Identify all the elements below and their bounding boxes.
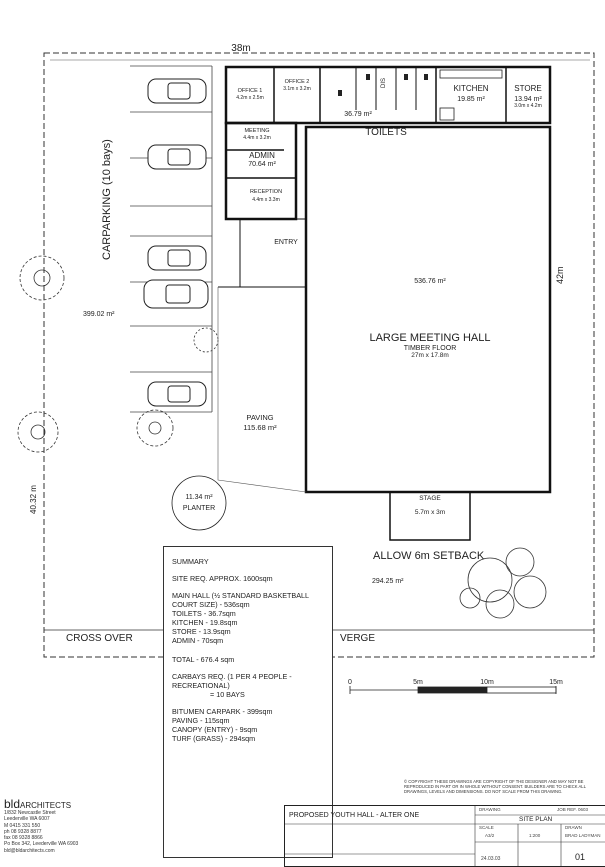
dis-label: DIS (381, 77, 387, 88)
hall-size: 27m x 17.8m (411, 352, 449, 359)
paving-area-value: 115.68 m² (243, 423, 277, 432)
scale-label-0: 0 (348, 679, 352, 686)
summary-kitchen: KITCHEN - 19.8sqm (172, 618, 238, 627)
scale-label-5: 5m (413, 679, 423, 686)
building-walls (218, 65, 552, 541)
admin-area: 70.64 m² (248, 161, 276, 168)
project-title: PROPOSED YOUTH HALL - ALTER ONE (289, 812, 420, 819)
summary-carbays: CARBAYS REQ. (1 PER 4 PEOPLE - (172, 672, 292, 681)
kitchen-area: 19.85 m² (457, 96, 485, 103)
entry-label: ENTRY (274, 239, 298, 246)
scale-value: A3/2 (485, 833, 495, 838)
summary-site-req: SITE REQ. APPROX. 1600sqm (172, 574, 273, 583)
planter-circle (171, 475, 227, 531)
firm-address: 1/832 Newcastle Street Leederville WA 60… (4, 810, 79, 854)
car-2 (147, 144, 207, 170)
stage-size: 5.7m x 3m (414, 509, 446, 516)
summary-canopy: CANOPY (ENTRY) - 9sqm (172, 725, 258, 734)
drawn-by: BRAD LADYMAN (565, 833, 601, 838)
scale-bar (349, 686, 557, 694)
summary-box: SUMMARY SITE REQ. APPROX. 1600sqm MAIN H… (163, 546, 333, 858)
office2-label: OFFICE 2 (284, 79, 310, 85)
summary-admin: ADMIN - 70sqm (172, 636, 224, 645)
kitchen-label: KITCHEN (453, 84, 489, 93)
hall-area: 536.76 m² (414, 278, 446, 285)
summary-turf: TURF (GRASS) - 294sqm (172, 734, 256, 743)
summary-heading: SUMMARY (172, 557, 209, 566)
meeting-label: MEETING (244, 128, 270, 134)
carparking-label: CARPARKING (10 bays) (101, 139, 113, 260)
planter-area: 11.34 m² (185, 494, 213, 501)
shrub-icon (459, 547, 547, 619)
paving-label: PAVING (246, 413, 274, 422)
verge-label: VERGE (340, 633, 376, 644)
stage-label: STAGE (419, 495, 441, 502)
car-bays (130, 65, 213, 413)
planter-label: PLANTER (182, 505, 216, 512)
hall-label: LARGE MEETING HALL (369, 332, 491, 344)
turf-area: 294.25 m² (372, 578, 404, 585)
scale-label-10: 10m (480, 679, 494, 686)
paving-area (217, 287, 307, 493)
toilets-area: 36.79 m² (344, 111, 372, 118)
summary-main-hall: MAIN HALL (½ STANDARD BASKETBALL (172, 591, 309, 600)
title-block: PROPOSED YOUTH HALL - ALTER ONE DRAWING … (284, 805, 605, 867)
firm-logo: bldARCHITECTS (4, 797, 72, 811)
side-setback-label: 40.32 m (29, 485, 38, 514)
carpark-area: 399.02 m² (83, 311, 115, 318)
scale-label-15: 15m (549, 679, 563, 686)
summary-main-hall-2: COURT SIZE) - 536sqm (172, 600, 250, 609)
drawn-label: DRAWN (565, 825, 582, 830)
title-block-grid (285, 806, 605, 866)
office2-size: 3.1m x 3.2m (283, 86, 311, 92)
dimension-width: 38m (231, 43, 251, 54)
car-4 (143, 279, 209, 309)
crossover-label: CROSS OVER (66, 633, 133, 644)
copyright-note: © COPYRIGHT THESE DRAWINGS ARE COPYRIGHT… (404, 779, 586, 794)
setback-label: ALLOW 6m SETBACK (373, 550, 485, 562)
hall-floor: TIMBER FLOOR (403, 345, 457, 352)
summary-carbays-2: RECREATIONAL) (172, 681, 230, 690)
store-area: 13.94 m² (514, 96, 542, 103)
scale-ratio: 1:200 (529, 833, 541, 838)
summary-bitumen: BITUMEN CARPARK - 399sqm (172, 707, 273, 716)
toilet-fixtures (338, 74, 428, 96)
dimension-depth: 42m (555, 266, 565, 284)
sheet-number: 01 (575, 852, 586, 862)
store-size: 3.0m x 4.2m (514, 103, 542, 109)
scale-label: SCALE (479, 825, 494, 830)
car-1 (147, 78, 207, 104)
summary-total: TOTAL - 676.4 sqm (172, 655, 235, 664)
car-3 (147, 245, 207, 271)
reception-label: RECEPTION (249, 189, 283, 195)
summary-carbays-3: = 10 BAYS (210, 690, 245, 699)
summary-paving: PAVING - 115sqm (172, 716, 230, 725)
meeting-size: 4.4m x 3.2m (243, 135, 271, 141)
store-label: STORE (514, 84, 542, 93)
kitchen-bench (439, 69, 503, 121)
admin-label: ADMIN (249, 151, 275, 160)
drawing-label: DRAWING (479, 807, 501, 812)
summary-store: STORE - 13.9sqm (172, 627, 231, 636)
summary-toilets: TOILETS - 36.7sqm (172, 609, 236, 618)
office1-label: OFFICE 1 (237, 88, 263, 94)
drawing-title: SITE PLAN (519, 816, 553, 823)
toilets-label: TOILETS (365, 127, 407, 138)
car-5 (147, 381, 207, 407)
reception-size: 4.4m x 3.3m (252, 197, 280, 203)
job-ref: JOB REF. 0603 (557, 807, 589, 812)
date: 24.03.03 (481, 856, 501, 862)
office1-size: 4.2m x 2.5m (236, 95, 264, 101)
site-boundary (43, 52, 595, 658)
